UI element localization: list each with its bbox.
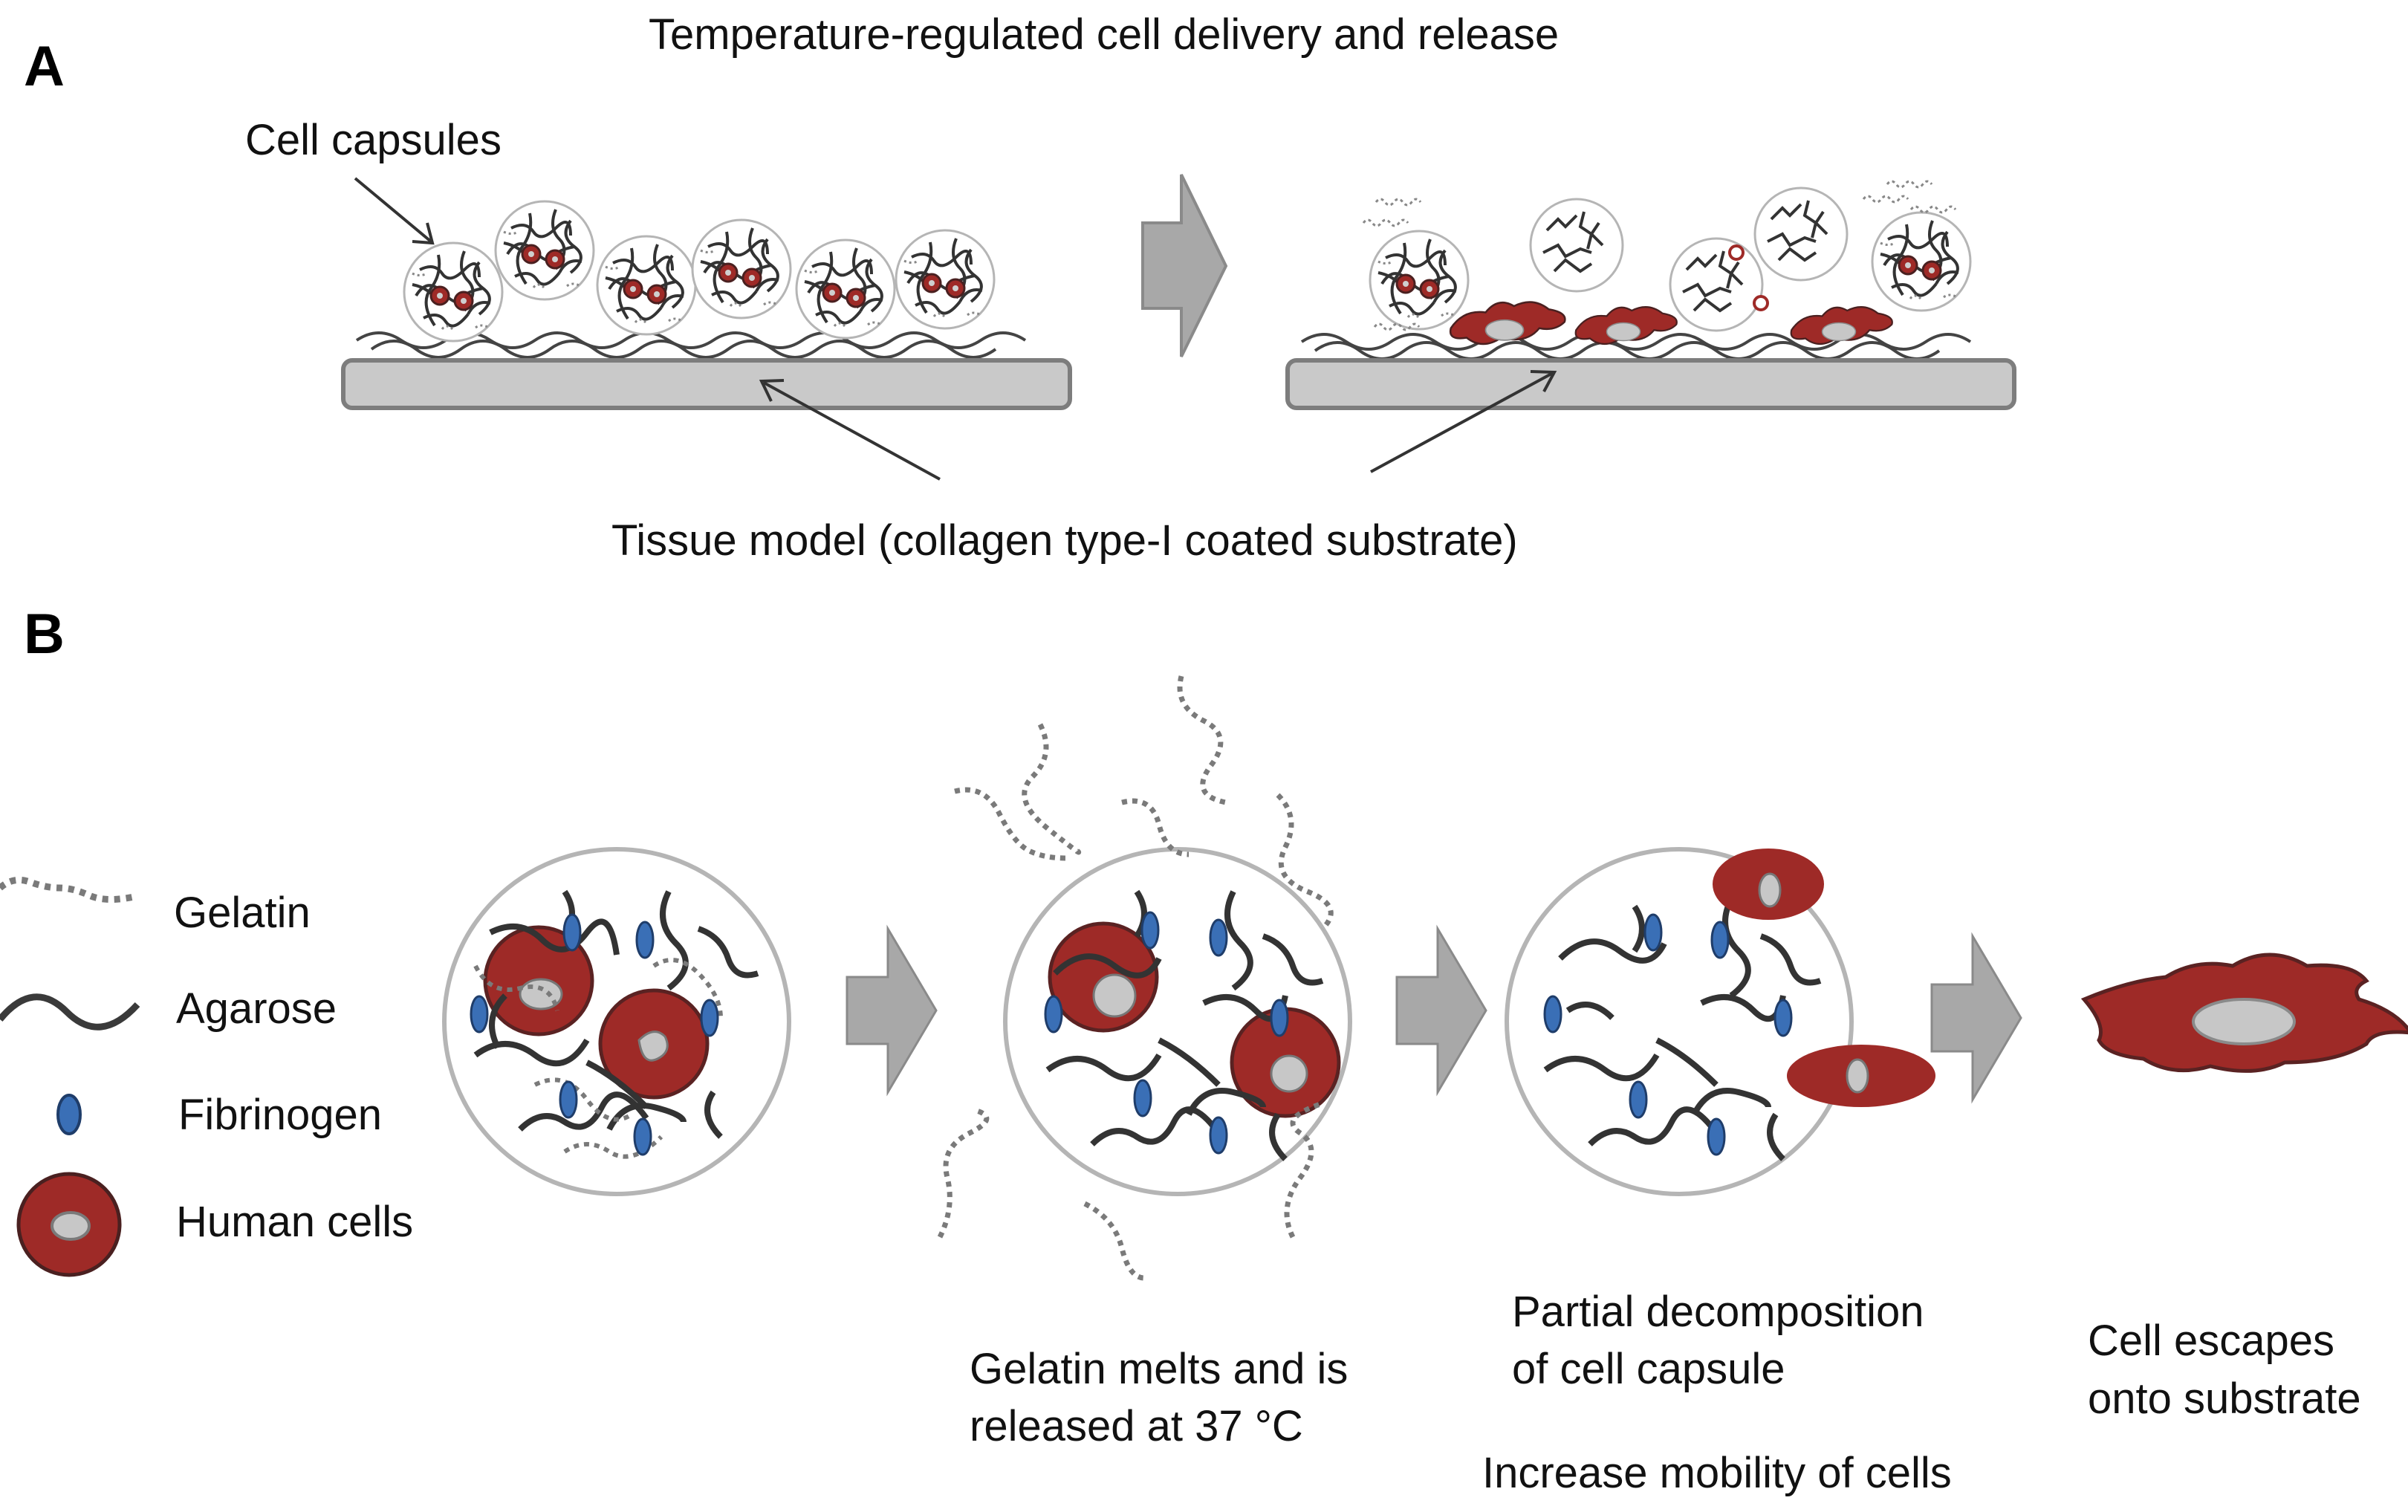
capsules-left: [404, 201, 994, 341]
transition-arrow-b1: [846, 927, 938, 1094]
stage2-caption-line1: Gelatin melts and is: [970, 1345, 1349, 1393]
stage2-caption-line2: released at 37 °C: [970, 1402, 1303, 1450]
panel-b-letter: B: [24, 603, 65, 666]
substrate-right: [1285, 333, 2016, 410]
released-gelatin-strands: [937, 675, 1334, 1281]
legend-gelatin-label: Gelatin: [174, 889, 311, 937]
stage4-caption-line2: onto substrate: [2088, 1375, 2361, 1423]
panel-a-title: Temperature-regulated cell delivery and …: [649, 10, 1560, 59]
capsule-stage-1: [442, 847, 791, 1196]
capsules-right: [1362, 180, 1970, 332]
legend-human-cells-label: Human cells: [176, 1198, 414, 1246]
gelatin-dotted-line-icon: [0, 876, 134, 903]
stage3-caption-line2: of cell capsule: [1512, 1345, 1785, 1393]
stage3-caption-line3: Increase mobility of cells: [1482, 1449, 1952, 1497]
spread-cells-right: [1449, 301, 1893, 345]
legend-agarose-label: Agarose: [176, 984, 337, 1033]
substrate-left: [341, 331, 1072, 410]
human-cell-icon: [16, 1172, 122, 1277]
fibrinogen-oval-icon: [56, 1094, 82, 1135]
cell-capsules-label: Cell capsules: [245, 116, 502, 164]
annotation-arrows-a: [354, 177, 1557, 481]
agarose-wavy-line-icon: [0, 993, 140, 1031]
stage3-caption-line1: Partial decomposition: [1512, 1288, 1924, 1336]
substrate-label: Tissue model (collagen type-I coated sub…: [611, 516, 1518, 565]
panel-b: [0, 675, 2408, 1281]
transition-arrow-a: [1141, 174, 1228, 357]
panel-a-letter: A: [24, 35, 65, 98]
escaped-cell: [2080, 953, 2408, 1073]
capsule-stage-3: [1505, 847, 1935, 1196]
capsule-stage-2: [1003, 847, 1352, 1196]
transition-arrow-b3: [1930, 935, 2022, 1101]
stage4-caption-line1: Cell escapes: [2088, 1317, 2335, 1365]
legend-fibrinogen-label: Fibrinogen: [178, 1091, 383, 1139]
transition-arrow-b2: [1395, 927, 1487, 1094]
panel-a: [341, 174, 2016, 481]
